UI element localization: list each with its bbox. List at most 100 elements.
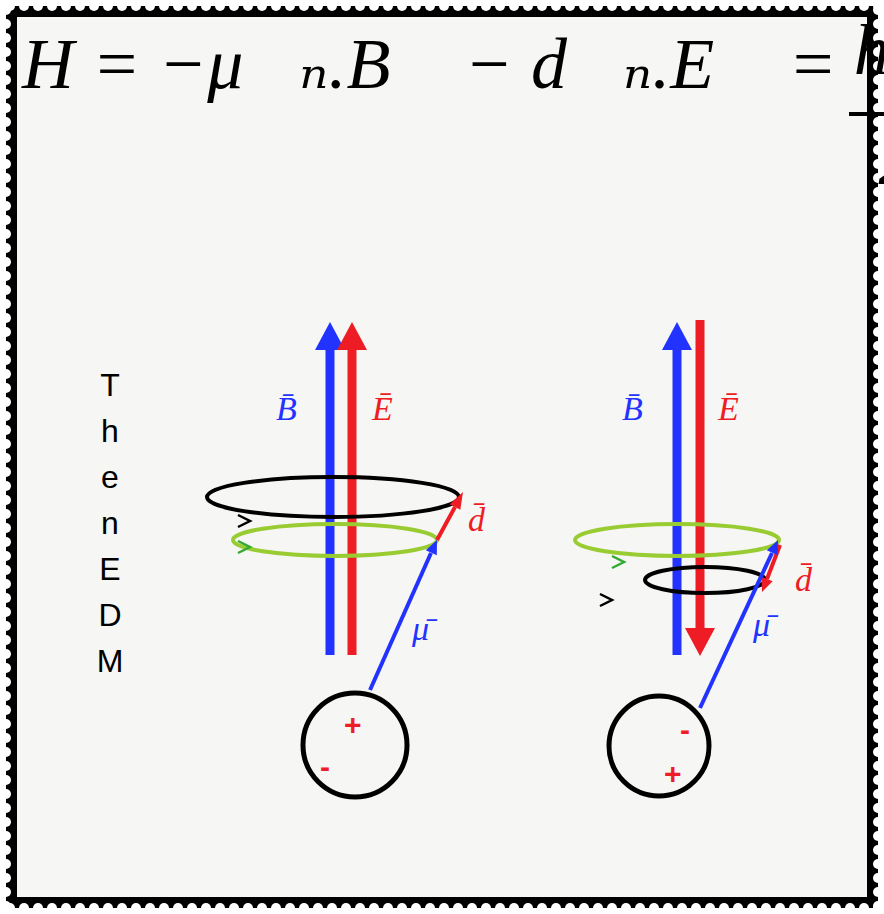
- perforation: [1, 299, 11, 309]
- perforation: [1, 75, 11, 85]
- perforation: [621, 903, 631, 913]
- perforation: [747, 1, 757, 11]
- perforation: [509, 903, 519, 913]
- edm-arrow: [437, 507, 455, 540]
- perforation: [1, 173, 11, 183]
- stamp-frame: [6, 6, 878, 908]
- perforation: [733, 903, 743, 913]
- perforation: [271, 903, 281, 913]
- perforation: [873, 831, 883, 841]
- perforation: [1, 159, 11, 169]
- perforation: [873, 509, 883, 519]
- perforation: [873, 649, 883, 659]
- perforation: [103, 903, 113, 913]
- perforation: [369, 903, 379, 913]
- perforation: [145, 903, 155, 913]
- perforation: [89, 1, 99, 11]
- perforation: [187, 1, 197, 11]
- circle-outline: [606, 693, 712, 799]
- perforation: [299, 903, 309, 913]
- charge-sign: +: [344, 710, 362, 740]
- perforation: [1, 19, 11, 29]
- perforation: [1, 537, 11, 547]
- neutron-circle: -+: [606, 693, 712, 799]
- perforation: [677, 1, 687, 11]
- perforation: [467, 1, 477, 11]
- perforation: [705, 1, 715, 11]
- charge-sign: -: [680, 715, 690, 745]
- perforation: [355, 1, 365, 11]
- perforation: [159, 1, 169, 11]
- perforation: [229, 1, 239, 11]
- perforation: [1, 803, 11, 813]
- perforation: [1, 621, 11, 631]
- perforation: [873, 243, 883, 253]
- arrow-head: [426, 540, 437, 555]
- perforation: [33, 1, 43, 11]
- perforation: [61, 903, 71, 913]
- perforation: [551, 903, 561, 913]
- perforation: [369, 1, 379, 11]
- perforation: [1, 635, 11, 645]
- perforation: [1, 551, 11, 561]
- perforation: [1, 789, 11, 799]
- perforation: [873, 579, 883, 589]
- perforation: [873, 523, 883, 533]
- arrow-head: [662, 322, 692, 350]
- perforation: [327, 903, 337, 913]
- perforation: [873, 663, 883, 673]
- field-label: Ē: [372, 392, 393, 426]
- perforation: [873, 901, 883, 911]
- perforation: [481, 1, 491, 11]
- perforation: [439, 903, 449, 913]
- perforation: [1, 649, 11, 659]
- perforation: [1, 691, 11, 701]
- perforation: [873, 705, 883, 715]
- perforation: [355, 903, 365, 913]
- perforation: [1, 313, 11, 323]
- perforation: [873, 621, 883, 631]
- perforation: [215, 1, 225, 11]
- perforation: [873, 383, 883, 393]
- perforation: [1, 89, 11, 99]
- perforation: [873, 873, 883, 883]
- perforation: [649, 903, 659, 913]
- perforation: [1, 607, 11, 617]
- perforation: [1, 565, 11, 575]
- perforation: [873, 257, 883, 267]
- perforation: [845, 1, 855, 11]
- perforation: [1, 327, 11, 337]
- vector-label: d̄: [795, 563, 812, 597]
- perforation: [789, 1, 799, 11]
- perforation: [789, 903, 799, 913]
- perforation: [1, 845, 11, 855]
- perforation: [299, 1, 309, 11]
- perforation: [873, 285, 883, 295]
- perforation: [537, 903, 547, 913]
- perforation: [1, 859, 11, 869]
- perforation: [873, 201, 883, 211]
- arrow-head: [685, 628, 715, 656]
- perforation: [19, 903, 29, 913]
- perforation: [1, 509, 11, 519]
- perforation: [803, 903, 813, 913]
- perforation: [1, 719, 11, 729]
- perforation: [845, 903, 855, 913]
- perforation: [89, 903, 99, 913]
- perforation: [1, 775, 11, 785]
- perforation: [229, 903, 239, 913]
- field-label: B̄: [622, 392, 643, 426]
- perforation: [537, 1, 547, 11]
- perforation: [1, 733, 11, 743]
- perforation: [1, 355, 11, 365]
- perforation: [1, 5, 11, 15]
- charge-sign: +: [664, 759, 682, 789]
- perforation: [1, 397, 11, 407]
- perforation: [873, 789, 883, 799]
- perforation: [593, 1, 603, 11]
- perforation: [873, 607, 883, 617]
- perforation: [1, 481, 11, 491]
- perforation: [523, 903, 533, 913]
- precession-ellipse: [233, 524, 437, 556]
- perforation: [677, 903, 687, 913]
